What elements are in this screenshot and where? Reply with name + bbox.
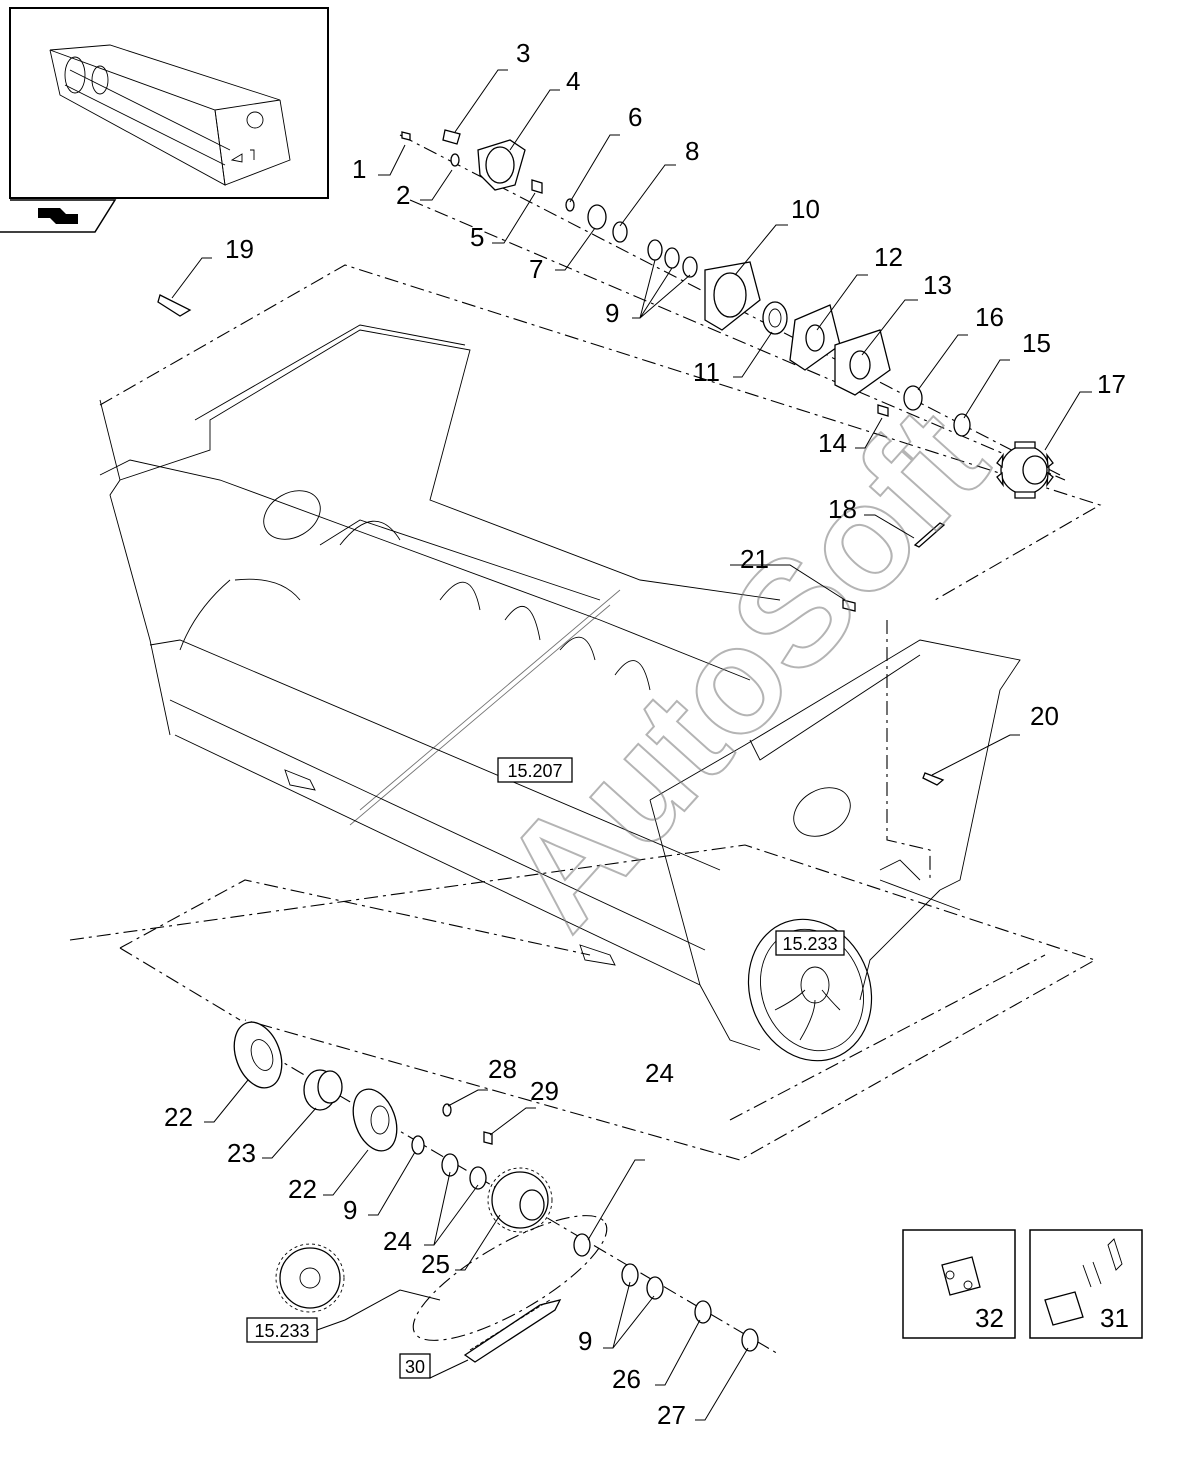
callout-22-right: 22	[288, 1174, 317, 1204]
watermark: AutoSoft	[349, 375, 1019, 960]
callout-15: 15	[1022, 328, 1051, 358]
callout-3: 3	[516, 38, 530, 68]
kit-box-32[interactable]: 32	[902, 1229, 1016, 1339]
callout-2: 2	[396, 180, 410, 210]
svg-text:30: 30	[405, 1357, 425, 1377]
callout-27: 27	[657, 1400, 686, 1430]
callout-7: 7	[529, 254, 543, 284]
callout-8: 8	[685, 136, 699, 166]
kit-label-32: 32	[975, 1303, 1004, 1333]
main-frame	[99, 324, 1021, 1051]
callout-9-upper: 9	[605, 298, 619, 328]
callout-20: 20	[1030, 701, 1059, 731]
drive-wheel	[747, 918, 873, 1062]
upper-shaft-parts	[157, 129, 1054, 786]
navigation-arrow-icon[interactable]	[0, 199, 117, 233]
callout-6: 6	[628, 102, 642, 132]
ref-box-15-207[interactable]: 15.207	[497, 757, 573, 783]
callout-25: 25	[421, 1249, 450, 1279]
callout-1: 1	[352, 154, 366, 184]
ref-box-15-233-wheel[interactable]: 15.233	[775, 930, 845, 956]
callout-19: 19	[225, 234, 254, 264]
callout-9-lower: 9	[343, 1195, 357, 1225]
lower-assembly-outline	[69, 844, 1097, 1161]
ref-box-30[interactable]: 30	[399, 1353, 431, 1379]
callout-5: 5	[470, 222, 484, 252]
callout-14: 14	[818, 428, 847, 458]
kit-label-31: 31	[1100, 1303, 1129, 1333]
callout-18: 18	[828, 494, 857, 524]
callout-16: 16	[975, 302, 1004, 332]
callout-22-left: 22	[164, 1102, 193, 1132]
callout-17: 17	[1097, 369, 1126, 399]
callout-24-right: 24	[645, 1058, 674, 1088]
leader-lines	[171, 69, 1092, 1421]
callout-28: 28	[488, 1054, 517, 1084]
callout-4: 4	[566, 66, 580, 96]
upper-assembly-outline	[99, 199, 1102, 601]
callout-23: 23	[227, 1138, 256, 1168]
callout-12: 12	[874, 242, 903, 272]
callout-26: 26	[612, 1364, 641, 1394]
callout-24-left: 24	[383, 1226, 412, 1256]
callout-9-bottom: 9	[578, 1326, 592, 1356]
callout-labels: 1 2 3 4 5 6 7 8 9 10 11 12 13 14 15 16 1…	[164, 38, 1126, 1430]
svg-text:15.233: 15.233	[782, 934, 837, 954]
callout-29: 29	[530, 1076, 559, 1106]
callout-10: 10	[791, 194, 820, 224]
overview-thumbnail[interactable]	[9, 7, 329, 199]
callout-21: 21	[740, 544, 769, 574]
kit-box-31[interactable]: 31	[1029, 1229, 1143, 1339]
svg-text:15.233: 15.233	[254, 1321, 309, 1341]
callout-11: 11	[693, 357, 720, 387]
ref-box-15-233-sprocket[interactable]: 15.233	[246, 1317, 318, 1343]
callout-13: 13	[923, 270, 952, 300]
svg-text:AutoSoft: AutoSoft	[469, 376, 1017, 959]
lower-shaft-parts	[233, 1021, 759, 1363]
svg-text:15.207: 15.207	[507, 761, 562, 781]
